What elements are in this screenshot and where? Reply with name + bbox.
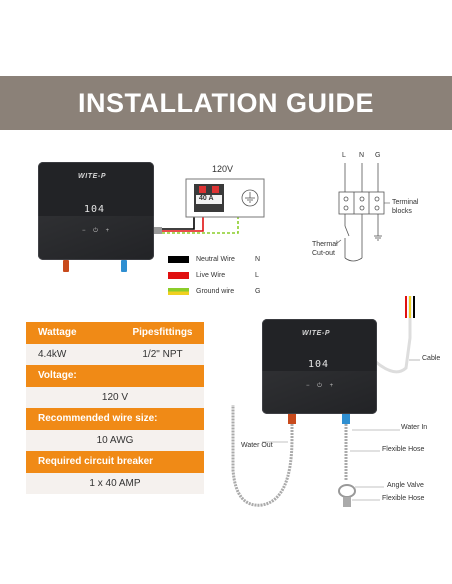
legend-neutral-code: N bbox=[255, 256, 261, 263]
water-heater-bottom: WITE-P 104 − ⏻ + bbox=[262, 319, 377, 414]
cold-water-inlet-pipe bbox=[121, 260, 127, 272]
live-swatch bbox=[168, 272, 189, 279]
terminal-blocks-label: Terminal blocks bbox=[392, 199, 419, 215]
ground-wire bbox=[162, 205, 239, 234]
voltage-value: 120 V bbox=[101, 391, 129, 403]
heater-brand-logo: WITE-P bbox=[78, 173, 107, 180]
wattage-header: Wattage bbox=[38, 327, 77, 339]
breaker-value: 1 x 40 AMP bbox=[89, 477, 141, 489]
hot-water-outlet-pipe bbox=[63, 260, 69, 272]
cable-label: Cable bbox=[422, 355, 441, 362]
cable-gland bbox=[154, 227, 162, 234]
wire-size-value: 10 AWG bbox=[96, 434, 134, 446]
ground-swatch bbox=[168, 288, 189, 292]
angle-valve-label: Angle Valve bbox=[387, 482, 424, 489]
breaker-header-row: Required circuit breaker bbox=[26, 451, 204, 473]
flexible-hose-label-2: Flexible Hose bbox=[382, 495, 425, 502]
voltage-value-row: 120 V bbox=[26, 386, 204, 408]
breaker-rating: 40 A bbox=[199, 195, 214, 202]
heater-brand-logo: WITE-P bbox=[302, 330, 331, 337]
breaker-value-row: 1 x 40 AMP bbox=[26, 472, 204, 494]
thermal-cutout-label: Thermal Cut-out bbox=[312, 241, 338, 257]
legend-live-code: L bbox=[255, 272, 259, 279]
water-in-label: Water In bbox=[401, 424, 428, 431]
wire-size-header: Recommended wire size: bbox=[38, 413, 158, 425]
heater-temperature-display: 104 bbox=[84, 204, 106, 215]
spec-values-row: 4.4kW 1/2" NPT bbox=[26, 343, 204, 365]
legend-neutral-label: Neutral Wire bbox=[196, 256, 235, 263]
heater-control-buttons: − ⏻ + bbox=[306, 383, 337, 389]
voltage-header-row: Voltage: bbox=[26, 365, 204, 387]
heater-temperature-display: 104 bbox=[308, 359, 330, 370]
wire-header-row: Recommended wire size: bbox=[26, 408, 204, 430]
pipefittings-value: 1/2" NPT bbox=[142, 348, 183, 360]
power-cable bbox=[375, 296, 412, 374]
breaker-header: Required circuit breaker bbox=[38, 456, 154, 468]
terminal-blocks bbox=[338, 191, 385, 215]
water-heater-top: WITE-P 104 − ⏻ + bbox=[38, 162, 154, 260]
schematic-line-l: L bbox=[342, 152, 346, 159]
water-out-label: Water Out bbox=[241, 442, 273, 449]
spec-header-row: Wattage Pipesfittings bbox=[26, 322, 204, 344]
spec-table: Wattage Pipesfittings 4.4kW 1/2" NPT Vol… bbox=[26, 322, 204, 494]
flexible-hose-label-1: Flexible Hose bbox=[382, 446, 425, 453]
voltage-label: 120V bbox=[212, 164, 234, 174]
hot-flexible-hose bbox=[231, 405, 294, 507]
hot-outlet-fitting bbox=[288, 414, 296, 424]
voltage-header: Voltage: bbox=[38, 370, 77, 382]
thermal-switch bbox=[344, 225, 350, 237]
wire-value-row: 10 AWG bbox=[26, 429, 204, 451]
legend-ground-label: Ground wire bbox=[196, 288, 235, 295]
ground-symbol bbox=[241, 189, 259, 207]
legend-ground-code: G bbox=[255, 288, 261, 295]
live-wire bbox=[162, 212, 204, 232]
angle-valve bbox=[338, 484, 356, 498]
schematic-line-g: G bbox=[375, 152, 381, 159]
schematic-line-n: N bbox=[359, 152, 365, 159]
cold-inlet-fitting bbox=[342, 414, 350, 424]
legend-live-label: Live Wire bbox=[196, 272, 226, 279]
page-title: INSTALLATION GUIDE bbox=[78, 87, 374, 118]
title-banner: INSTALLATION GUIDE bbox=[0, 76, 452, 130]
wattage-value: 4.4kW bbox=[38, 348, 67, 360]
pipefittings-header: Pipesfittings bbox=[132, 327, 193, 339]
neutral-swatch bbox=[168, 256, 189, 263]
